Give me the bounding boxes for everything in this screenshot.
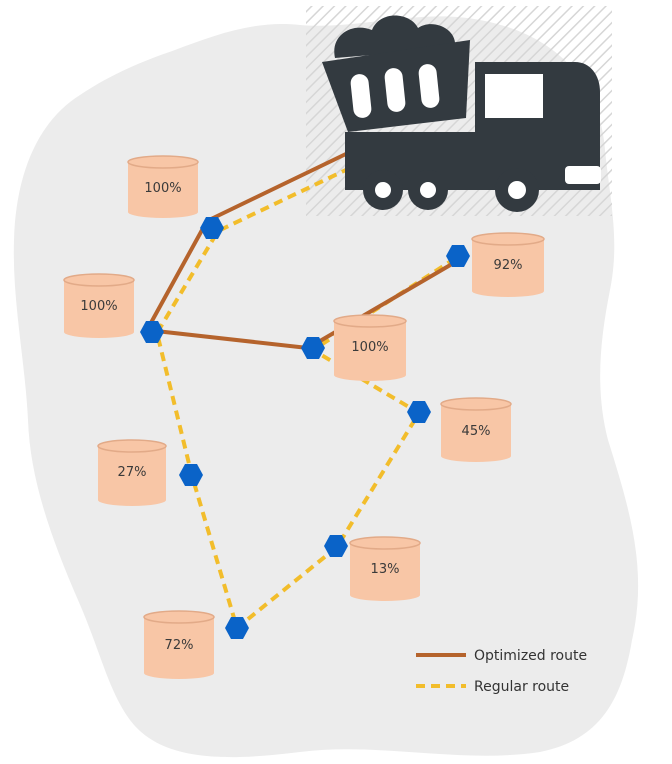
hexagon-node-icon — [179, 464, 203, 486]
legend-optimized-label: Optimized route — [474, 648, 587, 664]
waste-bin-icon: 100% — [127, 155, 199, 218]
bin-fill-label: 92% — [494, 258, 523, 273]
waste-bin-icon: 27% — [97, 439, 167, 506]
hexagon-node-icon — [200, 217, 224, 239]
legend: Optimized route Regular route — [416, 648, 587, 695]
hexagon-node-icon — [407, 401, 431, 423]
garbage-truck-icon — [322, 15, 601, 212]
bin-fill-label: 72% — [165, 638, 194, 653]
hexagon-node-icon — [140, 321, 164, 343]
hexagon-node-icon — [225, 617, 249, 639]
hexagon-node-icon — [324, 535, 348, 557]
waste-bin-icon: 13% — [349, 536, 421, 601]
waste-bin-icon: 72% — [143, 610, 215, 679]
bin-fill-label: 13% — [371, 562, 400, 577]
bin-fill-label: 100% — [80, 299, 117, 314]
bins: 100% 100% 92% 100% 45% — [63, 155, 545, 679]
waste-bin-icon: 92% — [471, 232, 545, 297]
waste-bin-icon: 100% — [333, 314, 407, 381]
waste-bin-icon: 100% — [63, 273, 135, 338]
bin-fill-label: 45% — [462, 424, 491, 439]
hexagon-node-icon — [301, 337, 325, 359]
bin-fill-label: 100% — [351, 340, 388, 355]
waste-bin-icon: 45% — [440, 397, 512, 462]
legend-regular-label: Regular route — [474, 679, 569, 695]
nodes — [140, 217, 470, 639]
hexagon-node-icon — [446, 245, 470, 267]
bin-fill-label: 27% — [118, 465, 147, 480]
bin-fill-label: 100% — [144, 181, 181, 196]
